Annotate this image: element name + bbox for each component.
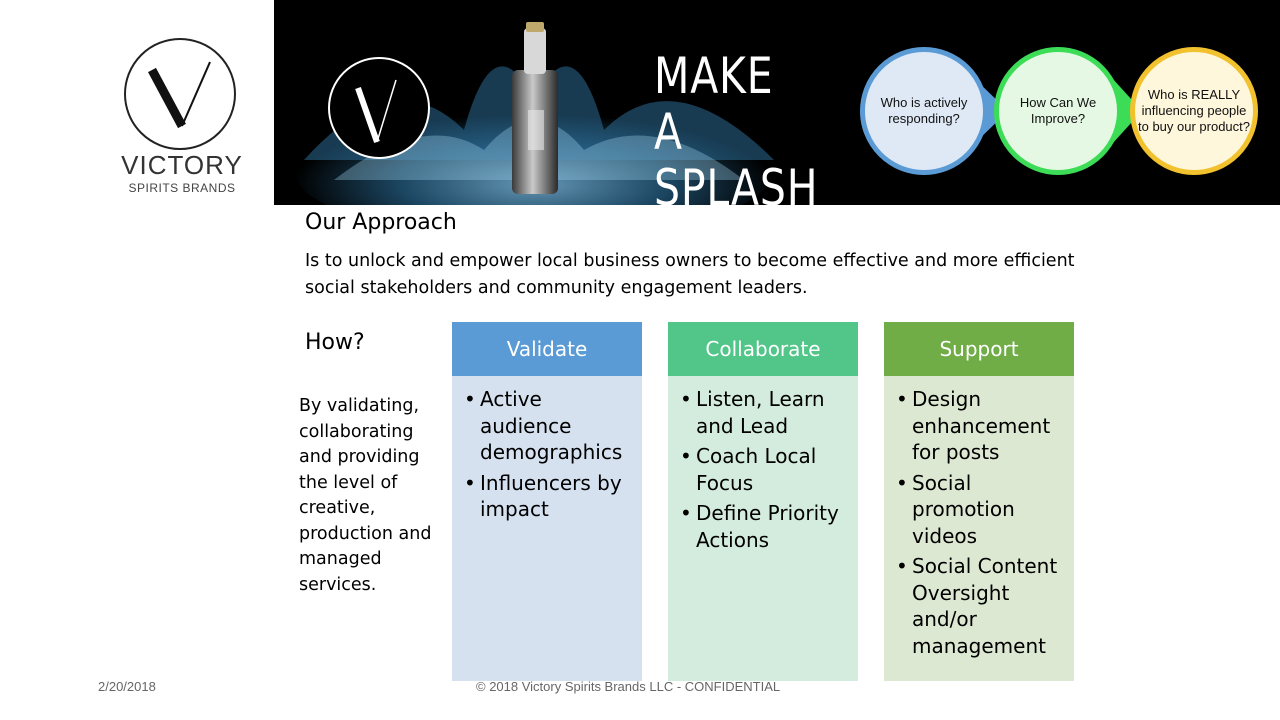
logo-name: VICTORY xyxy=(121,150,243,180)
list-item: Active audience demographics xyxy=(464,386,634,466)
logo-subtitle: SPIRITS BRANDS xyxy=(128,181,236,195)
how-body: By validating, collaborating and providi… xyxy=(299,396,432,595)
column-collaborate: Collaborate Listen, Learn and Lead Coach… xyxy=(668,322,858,681)
column-header: Support xyxy=(884,322,1074,376)
column-support: Support Design enhancement for posts Soc… xyxy=(884,322,1074,681)
v-mark-icon xyxy=(148,61,211,129)
banner-title-line2: SPLASH xyxy=(654,159,819,205)
company-logo: VICTORY SPIRITS BRANDS xyxy=(118,36,246,206)
flow-step-improve: How Can We Improve? xyxy=(994,47,1122,175)
banner-title: MAKE A SPLASH xyxy=(654,47,819,205)
footer-copyright: © 2018 Victory Spirits Brands LLC - CONF… xyxy=(476,679,781,694)
list-item: Design enhancement for posts xyxy=(896,386,1066,466)
approach-title: Our Approach xyxy=(305,210,457,235)
column-header: Collaborate xyxy=(668,322,858,376)
list-item: Influencers by impact xyxy=(464,470,634,523)
list-item: Listen, Learn and Lead xyxy=(680,386,850,439)
hero-banner: MAKE A SPLASH Who is actively responding… xyxy=(274,0,1280,205)
list-item: Social promotion videos xyxy=(896,470,1066,550)
logo-emblem xyxy=(124,38,236,150)
list-item: Social Content Oversight and/or manageme… xyxy=(896,553,1066,659)
how-label: How? xyxy=(305,330,365,355)
footer-date: 2/20/2018 xyxy=(98,679,156,694)
column-header: Validate xyxy=(452,322,642,376)
approach-body: Is to unlock and empower local business … xyxy=(305,251,1075,298)
column-validate: Validate Active audience demographics In… xyxy=(452,322,642,681)
list-item: Coach Local Focus xyxy=(680,443,850,496)
flow-step-responding: Who is actively responding? xyxy=(860,47,988,175)
splash-image xyxy=(294,22,774,205)
banner-title-line1: MAKE A xyxy=(654,47,774,161)
list-item: Define Priority Actions xyxy=(680,500,850,553)
flow-step-influencing: Who is REALLY influencing people to buy … xyxy=(1130,47,1258,175)
